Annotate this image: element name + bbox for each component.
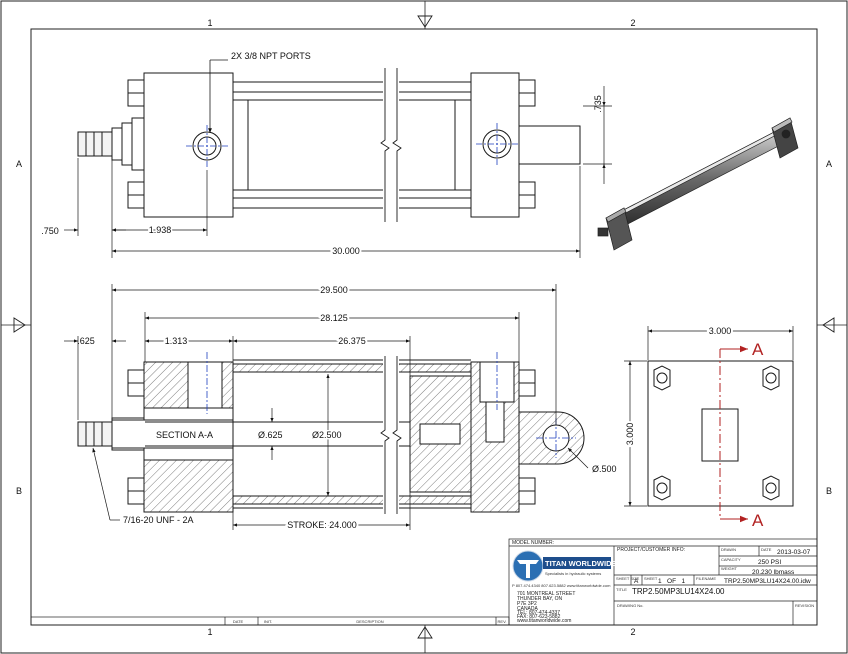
title-label: TITLE — [616, 587, 627, 592]
front-dimensions — [64, 86, 612, 258]
section-cut-line — [719, 345, 748, 523]
company-name: TITAN WORLDWIDE INC. — [545, 559, 634, 568]
company-tagline: Specialists in hydraulic systems — [545, 571, 601, 576]
drawn-label: DRAWN — [721, 547, 736, 552]
address-line-4: CANADA — [517, 606, 539, 612]
address-line-1: 701 MONTREAL STREET — [517, 591, 575, 597]
date-value: 2013-03-07 — [777, 549, 811, 556]
dim-750: .750 — [41, 226, 59, 236]
end-view — [647, 360, 794, 507]
zone-label-left-a: A — [16, 159, 22, 169]
sheet-label: SHEET — [644, 576, 658, 581]
section-view — [77, 359, 585, 513]
front-view — [77, 72, 581, 218]
project-label: PROJECT/CUSTOMER INFO: — [617, 547, 685, 553]
pin-diameter: Ø.500 — [592, 464, 617, 474]
section-cut-label-bottom: A — [752, 511, 764, 530]
dim-735: .735 — [593, 95, 603, 113]
sheet-size-value: A — [634, 578, 639, 585]
zone-label-right-b: B — [826, 486, 832, 496]
end-view-height: 3.000 — [625, 423, 635, 446]
port-icon-cap — [476, 123, 518, 165]
address-line-7: www.titanworldwide.com — [517, 618, 571, 624]
rev-table-init: INIT. — [264, 619, 272, 624]
address-line-3: P7E 3P2 — [517, 601, 537, 607]
dim-625: .625 — [77, 336, 95, 346]
rev-table-description: DESCRIPTION — [356, 619, 383, 624]
drawing-no-label: DRAWING No. — [617, 603, 644, 608]
capacity-label: CAPACITY — [721, 557, 741, 562]
company-logo — [512, 550, 611, 582]
rod-diameter: Ø.625 — [258, 430, 283, 440]
section-dimensions — [64, 284, 589, 530]
dim-1938: 1.938 — [149, 225, 172, 235]
section-break-lines — [380, 356, 402, 514]
end-view-dimensions — [624, 326, 794, 507]
section-label: SECTION A-A — [156, 430, 213, 440]
zone-label-bottom-1: 1 — [207, 627, 212, 637]
revision-label: REVISION — [795, 603, 814, 608]
filename-value: TRP2.50MP3LU14X24.00.idw — [724, 578, 811, 585]
zone-label-right-a: A — [826, 159, 832, 169]
dim-28125: 28.125 — [320, 313, 348, 323]
dim-1313: 1.313 — [165, 336, 188, 346]
dim-29500: 29.500 — [320, 285, 348, 295]
weight-value: 20.230 lbmass — [752, 569, 795, 576]
front-break-lines — [380, 68, 402, 222]
stroke-dimension: STROKE: 24.000 — [287, 520, 357, 530]
centering-marks — [13, 15, 835, 639]
title-block — [30, 538, 818, 626]
zone-label-left-b: B — [16, 486, 22, 496]
end-view-width: 3.000 — [709, 326, 732, 336]
address-line-2: THUNDER BAY, ON — [517, 596, 562, 602]
capacity-value: 250 PSI — [758, 559, 781, 566]
drawing-title: TRP2.50MP3LU14X24.00 — [632, 587, 725, 596]
zone-label-top-2: 2 — [630, 18, 635, 28]
date-label: DATE — [761, 547, 772, 552]
port-icon-head — [186, 125, 228, 167]
address-line-6: FAX: 807-623-5882 — [517, 614, 561, 620]
model-number-label: MODEL NUMBER: — [512, 540, 554, 546]
company-contacts: P 807.474.4340 807.623.5882 www.titanwor… — [512, 583, 611, 588]
section-cut-label-top: A — [752, 340, 764, 359]
address-line-5: TEL: 807-474-4337 — [517, 610, 560, 616]
bore-diameter: Ø2.500 — [312, 430, 342, 440]
rev-table-date: DATE — [233, 619, 244, 624]
zone-label-top-1: 1 — [207, 18, 212, 28]
thread-callout: 7/16-20 UNF - 2A — [123, 515, 194, 525]
zone-label-bottom-2: 2 — [630, 627, 635, 637]
filename-label: FILENAME — [696, 576, 716, 581]
ports-note: 2X 3/8 NPT PORTS — [231, 51, 311, 61]
dim-30000: 30.000 — [332, 246, 360, 256]
dim-26375: 26.375 — [338, 336, 366, 346]
sheet-size-label: SHEET SIZE — [616, 576, 640, 581]
isometric-view — [597, 117, 799, 251]
rev-table-rev: REV. — [498, 619, 507, 624]
weight-label: WEIGHT — [721, 566, 738, 571]
sheet-value: 1 OF 1 — [658, 578, 685, 585]
